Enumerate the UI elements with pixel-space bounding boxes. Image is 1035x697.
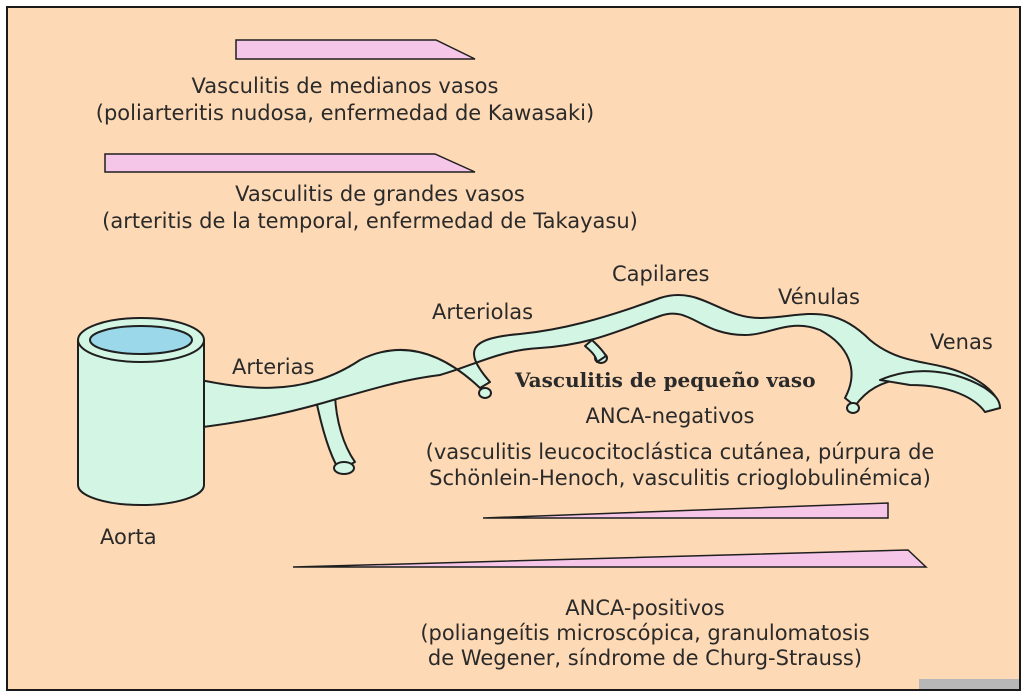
anca-positive-examples-line2: de Wegener, síndrome de Churg-Strauss) xyxy=(380,646,910,671)
anca-negative-label: ANCA-negativos xyxy=(530,404,810,429)
anca-positive-examples-line1: (poliangeítis microscópica, granulomatos… xyxy=(380,621,910,646)
large-vessel-range-bar xyxy=(105,154,475,172)
large-vessel-title: Vasculitis de grandes vasos xyxy=(100,182,660,207)
arteriole-end xyxy=(479,388,491,398)
aorta-cylinder xyxy=(78,340,204,505)
arteriolas-label: Arteriolas xyxy=(432,300,533,325)
venule-end xyxy=(847,403,859,413)
anca-positive-range-bar xyxy=(293,550,926,567)
artery-branch xyxy=(315,395,355,470)
aorta-label: Aorta xyxy=(100,525,157,550)
venulas-label: Vénulas xyxy=(778,285,860,310)
medium-vessel-title: Vasculitis de medianos vasos xyxy=(100,74,590,99)
anca-negative-examples-line2: Schönlein-Henoch, vasculitis crioglobuli… xyxy=(380,466,980,491)
anca-negative-range-bar xyxy=(483,503,888,518)
anca-negative-examples-line1: (vasculitis leucocitoclástica cutánea, p… xyxy=(380,440,980,465)
arterias-label: Arterias xyxy=(232,355,314,380)
capillary-branch xyxy=(585,340,606,362)
aorta-lumen xyxy=(90,326,192,354)
medium-vessel-range-bar xyxy=(236,40,475,59)
venous-branch xyxy=(880,371,1000,412)
anca-positive-label: ANCA-positivos xyxy=(420,596,870,621)
large-vessel-examples: (arteritis de la temporal, enfermedad de… xyxy=(20,209,720,234)
medium-vessel-examples: (poliarteritis nudosa, enfermedad de Kaw… xyxy=(40,101,650,126)
small-vessel-title: Vasculitis de pequeño vaso xyxy=(515,368,816,393)
artery-end xyxy=(334,462,354,474)
capilares-label: Capilares xyxy=(612,262,709,287)
venas-label: Venas xyxy=(930,330,993,355)
